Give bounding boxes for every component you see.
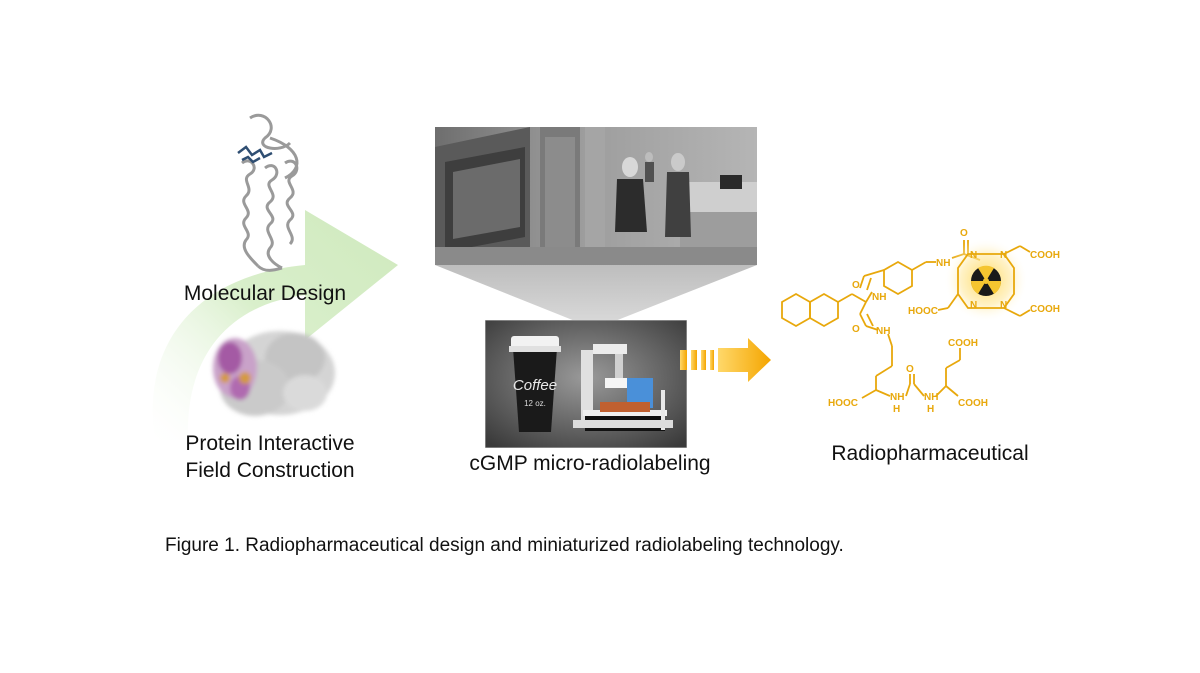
micro-radiolabeling-label: cGMP micro-radiolabeling: [440, 450, 740, 477]
structure-n-1: N: [970, 250, 977, 261]
molecular-design-label: Molecular Design: [170, 280, 360, 307]
structure-n-4: N: [1000, 300, 1007, 311]
structure-glu-cooh-right: COOH: [958, 398, 988, 409]
figure-caption: Figure 1. Radiopharmaceutical design and…: [165, 535, 1065, 557]
structure-cooh-right: COOH: [1030, 304, 1060, 315]
micro-radiolabeling-image: Coffee 12 oz.: [485, 320, 687, 448]
structure-o-1: O: [960, 228, 968, 239]
structure-cooh-top: COOH: [1030, 250, 1060, 261]
structure-h-2: H: [927, 404, 934, 415]
structure-h-1: H: [893, 404, 900, 415]
structure-nh-3: NH: [876, 326, 890, 337]
structure-n-3: N: [970, 300, 977, 311]
structure-nh-1: NH: [936, 258, 950, 269]
structure-o-3: O: [852, 324, 860, 335]
radiopharmaceutical-label: Radiopharmaceutical: [790, 440, 1070, 467]
radiopharmaceutical-structure: O N N N N NH O NH O NH O NH H NH H COOH …: [768, 218, 1098, 418]
protein-surface-image: [195, 318, 345, 428]
structure-o-4: O: [906, 364, 914, 375]
structure-nh-5: NH: [924, 392, 938, 403]
orange-arrow: [678, 338, 773, 382]
structure-nh-4: NH: [890, 392, 904, 403]
zoom-funnel: [435, 265, 757, 323]
coffee-cup-size: 12 oz.: [524, 399, 546, 408]
structure-o-2: O: [852, 280, 860, 291]
structure-n-2: N: [1000, 250, 1007, 261]
coffee-cup-brand: Coffee: [513, 377, 557, 394]
protein-ribbon-image: [220, 108, 320, 278]
protein-field-line-2: Field Construction: [155, 457, 385, 484]
structure-hooc-left: HOOC: [908, 306, 938, 317]
lab-photo: [435, 127, 757, 265]
protein-field-line-1: Protein Interactive: [155, 430, 385, 457]
structure-lys-hooc: HOOC: [828, 398, 858, 409]
structure-nh-2: NH: [872, 292, 886, 303]
protein-field-label: Protein Interactive Field Construction: [155, 430, 385, 484]
structure-glu-cooh-top: COOH: [948, 338, 978, 349]
